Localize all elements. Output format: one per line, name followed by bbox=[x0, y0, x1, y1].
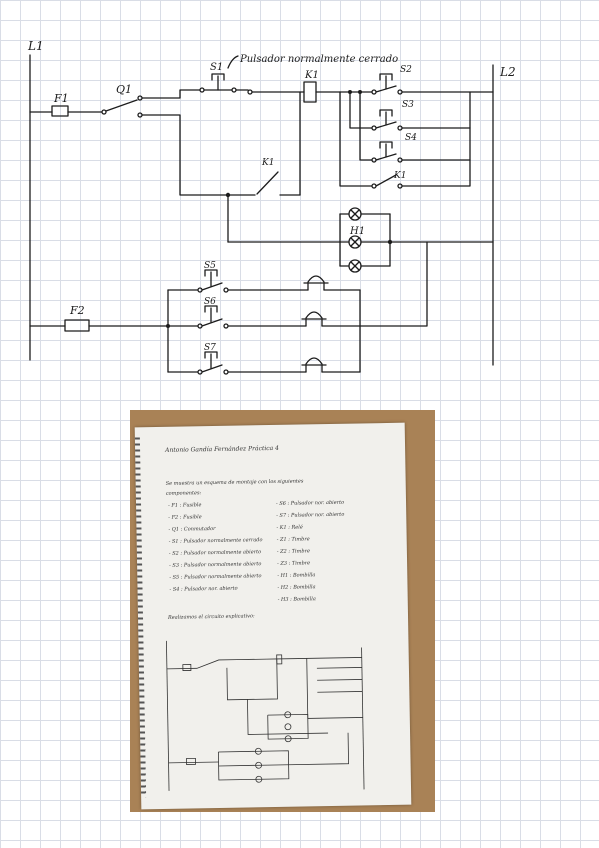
label-l2: L2 bbox=[499, 65, 516, 79]
label-s1: S1 bbox=[210, 62, 223, 73]
component-item: - S4 : Pulsador nor. abierto bbox=[169, 585, 238, 593]
component-item: - F2 : Fusible bbox=[168, 514, 202, 521]
s1-button bbox=[211, 73, 225, 81]
component-item: - S7 : Pulsador nor. abierto bbox=[276, 511, 345, 519]
label-k1-parallel: K1 bbox=[261, 158, 274, 168]
label-s3: S3 bbox=[402, 100, 414, 110]
component-item: - S6 : Pulsador nor. abierto bbox=[275, 499, 345, 507]
spiral-binding bbox=[134, 437, 147, 798]
junction bbox=[348, 90, 352, 94]
k1-parallel-contact bbox=[256, 171, 279, 195]
component-item: - Q1 : Conmutador bbox=[168, 525, 216, 533]
annotation-arrow bbox=[227, 55, 239, 69]
component-item: - F1 : Fusible bbox=[168, 502, 202, 509]
fuse-f2-symbol bbox=[64, 319, 90, 332]
label-s5: S5 bbox=[204, 261, 216, 271]
label-k1-coil: K1 bbox=[304, 70, 319, 81]
photo-intro-line: componentes: bbox=[165, 490, 202, 497]
component-item: - Z2 : Timbre bbox=[276, 548, 310, 555]
s3-branch bbox=[371, 91, 471, 131]
notebook-page: Antonio Gandía Fernández Práctica 4 Se m… bbox=[134, 422, 412, 810]
label-f1: F1 bbox=[53, 92, 69, 105]
junction bbox=[387, 239, 393, 245]
photo-title: Antonio Gandía Fernández Práctica 4 bbox=[165, 444, 279, 454]
wire bbox=[349, 91, 373, 129]
fuse-f1-symbol bbox=[51, 105, 69, 117]
component-item: - H1 : Bombilla bbox=[277, 572, 316, 579]
s5-branch bbox=[167, 269, 361, 293]
s2-branch bbox=[371, 73, 494, 95]
terminal bbox=[101, 109, 107, 115]
circuit-diagram: L1 L2 F1 Q1 S1 Pulsador normalmente cerr… bbox=[27, 39, 516, 375]
component-item: - S3 : Pulsador normalmente abierto bbox=[169, 561, 262, 569]
junction bbox=[225, 192, 231, 198]
wire bbox=[359, 91, 373, 161]
wire bbox=[339, 91, 373, 187]
label-q1: Q1 bbox=[116, 83, 132, 96]
relay-k1-coil bbox=[303, 81, 317, 103]
component-item: - S2 : Pulsador normalmente abierto bbox=[168, 549, 262, 557]
label-f2: F2 bbox=[69, 304, 85, 317]
wire bbox=[359, 241, 428, 327]
lamp-h1 bbox=[348, 235, 362, 249]
s6-branch bbox=[167, 305, 361, 329]
component-item: - Z1 : Timbre bbox=[276, 536, 310, 543]
s4-branch bbox=[371, 127, 471, 163]
label-s6: S6 bbox=[204, 297, 216, 307]
lamp-h2 bbox=[348, 207, 362, 221]
label-l1: L1 bbox=[27, 39, 44, 53]
junction bbox=[358, 90, 362, 94]
label-h1: H1 bbox=[349, 226, 365, 237]
component-item: - S5 : Pulsador normalmente abierto bbox=[169, 573, 262, 581]
component-item: - S1 : Pulsador normalmente cerrado bbox=[168, 537, 263, 545]
component-item: - Z3 : Timbre bbox=[277, 560, 311, 567]
label-s4: S4 bbox=[405, 133, 417, 143]
photo-sketch-diagram bbox=[166, 640, 365, 791]
k1-branch bbox=[371, 159, 471, 189]
wire bbox=[141, 89, 201, 99]
label-k1-branch: K1 bbox=[393, 171, 406, 181]
component-item: - H2 : Bombilla bbox=[277, 584, 316, 591]
s7-branch bbox=[167, 351, 361, 375]
component-item: - K1 : Relé bbox=[276, 524, 303, 531]
lamp-h3 bbox=[348, 259, 362, 273]
wire bbox=[141, 114, 229, 196]
label-s7: S7 bbox=[204, 343, 216, 353]
component-item: - H3 : Bombilla bbox=[277, 596, 316, 603]
notebook-photo: Antonio Gandía Fernández Práctica 4 Se m… bbox=[130, 410, 435, 812]
switch-q1-blade bbox=[105, 99, 138, 112]
label-s2: S2 bbox=[400, 65, 412, 75]
photo-outro: Realizamos el circuito explicativo: bbox=[167, 613, 255, 621]
annotation-text: Pulsador normalmente cerrado bbox=[239, 54, 398, 65]
photo-intro-line: Se muestra un esquema de montaje con los… bbox=[165, 478, 304, 487]
